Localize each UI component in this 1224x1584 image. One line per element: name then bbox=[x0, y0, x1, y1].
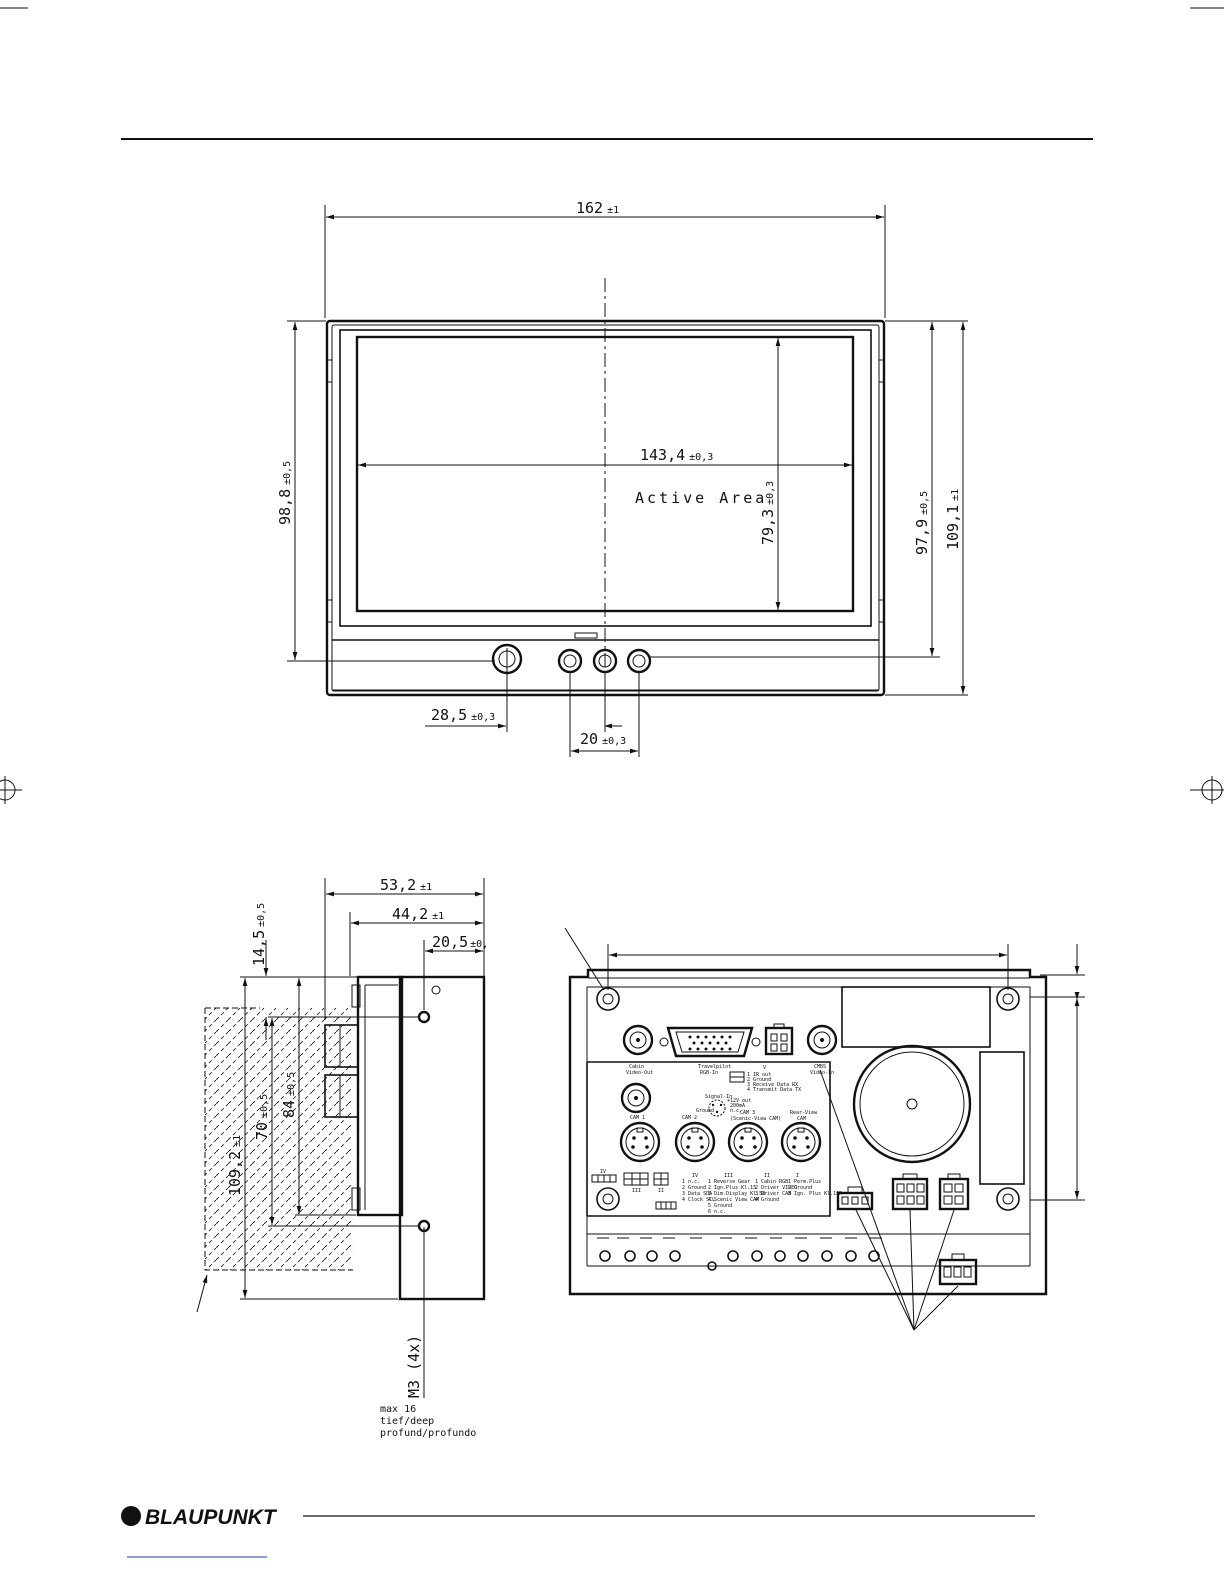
footer: BLAUPUNKT bbox=[121, 1506, 1035, 1558]
label-cabin-video-out-2: Video-Out bbox=[626, 1070, 653, 1076]
col-iii-6: 6 n.c. bbox=[708, 1209, 726, 1215]
label-block-ii: II bbox=[658, 1188, 664, 1194]
screw-depth-1: max 16 bbox=[380, 1404, 416, 1415]
dim-depth-rear: 20,5±0, bbox=[432, 933, 488, 951]
dim-button-spacing: 20±0,3 bbox=[580, 730, 626, 748]
label-cmbs: CMBS bbox=[814, 1064, 826, 1070]
dim-left-height: 98,8±0,5 bbox=[276, 461, 294, 525]
dim-active-width: 143,4±0,3 bbox=[640, 446, 713, 464]
col-ii-2: 2 Driver VIDEO bbox=[755, 1185, 797, 1191]
signal-in-icon bbox=[708, 1099, 726, 1117]
col-ii-3: 3 Driver CAM bbox=[755, 1191, 791, 1197]
col-iv-2: 2 Ground bbox=[682, 1185, 706, 1191]
label-signal-ground: Ground bbox=[696, 1108, 714, 1114]
connector-iv-icon bbox=[836, 1186, 874, 1211]
label-rgb-in: RGB-In bbox=[700, 1070, 718, 1076]
col-i-1: 1 Perm.Plus bbox=[788, 1179, 821, 1185]
rear-panel: Cabin Video-Out Travelpilot RGB-In V 1 I… bbox=[564, 927, 1085, 1331]
dim-overall-width: 162±1 bbox=[576, 199, 619, 217]
mount-hole-icon bbox=[596, 1187, 620, 1211]
col-i-2: 2 Ground bbox=[788, 1185, 812, 1191]
label-block-iii: III bbox=[632, 1188, 641, 1194]
dim-body-height: 84±0,5 bbox=[280, 1072, 298, 1118]
col-ii-4: 4 Ground bbox=[755, 1197, 779, 1203]
vga-connector-icon bbox=[659, 1026, 761, 1058]
col-iv-title: IV bbox=[692, 1173, 698, 1179]
active-area-label: Active Area bbox=[635, 489, 767, 507]
col-iii-title: III bbox=[724, 1173, 733, 1179]
connector-iii-icon bbox=[891, 1173, 929, 1211]
speaker-icon bbox=[852, 1044, 972, 1164]
connector-i-icon bbox=[938, 1253, 978, 1286]
screw-depth-2: tief/deep bbox=[380, 1416, 434, 1427]
side-view: 53,2±1 44,2±1 20,5±0, 14,5±0,5 109,2±1 7… bbox=[196, 876, 488, 1439]
col-i-3: 3 Ign. Plus Kl.15R bbox=[788, 1191, 843, 1197]
brand-logo: BLAUPUNKT bbox=[145, 1506, 278, 1529]
label-cam1: CAM 1 bbox=[630, 1115, 645, 1121]
rca-connector-icon bbox=[620, 1082, 652, 1114]
connector-ii-icon bbox=[938, 1173, 970, 1211]
control-button-icon bbox=[557, 648, 583, 674]
crop-marks bbox=[0, 7, 1224, 804]
dim-depth-total: 53,2±1 bbox=[380, 876, 432, 894]
vent-holes bbox=[599, 1250, 880, 1271]
v-pin-1: 1 IR out bbox=[747, 1072, 771, 1078]
label-cmbs-video-in: Video-In bbox=[810, 1070, 834, 1076]
label-plate bbox=[841, 986, 991, 1048]
dim-height-total: 109,2±1 bbox=[226, 1135, 244, 1196]
dim-right-height-inner: 97,9±0,5 bbox=[913, 491, 931, 555]
mount-hole-icon bbox=[996, 987, 1020, 1011]
col-iv-4: 4 Clock SCL bbox=[682, 1197, 715, 1203]
dim-right-height-total: 109,1±1 bbox=[944, 489, 962, 550]
rca-connector-icon bbox=[806, 1024, 838, 1056]
mount-hole-icon bbox=[596, 987, 620, 1011]
mounting-wall bbox=[205, 1008, 353, 1270]
dim-button-offset: 28,5±0,3 bbox=[431, 706, 495, 724]
v-pin-3: 3 Receive Data RX bbox=[747, 1082, 798, 1088]
label-signal-200ma: 200mA bbox=[730, 1103, 745, 1109]
rca-connector-icon bbox=[622, 1024, 654, 1056]
mount-hole-icon bbox=[996, 1187, 1020, 1211]
label-signal-in: Signal-In bbox=[705, 1094, 732, 1100]
label-connector-v: V bbox=[763, 1065, 766, 1071]
dim-top-offset: 14,5±0,5 bbox=[250, 903, 268, 966]
col-iv-1: 1 n.c. bbox=[682, 1179, 700, 1185]
label-cam2: CAM 2 bbox=[682, 1115, 697, 1121]
screw-label: M3 (4x) bbox=[405, 1335, 423, 1398]
col-iii-2: 2 Ign.Plus Kl.15 bbox=[708, 1185, 756, 1191]
dim-depth-body: 44,2±1 bbox=[392, 905, 444, 923]
label-cam3-scenic: (Scenic-View CAM) bbox=[730, 1116, 781, 1122]
rear-cam-connector-icon bbox=[780, 1121, 822, 1163]
label-signal-12v: +12V out bbox=[727, 1098, 751, 1104]
front-view: 162±1 143,4±0,3 Active Area 79,3±0,3 98,… bbox=[276, 199, 968, 757]
v-pin-2: 2 Ground bbox=[747, 1077, 771, 1083]
label-rear-view-cam: CAM bbox=[797, 1116, 806, 1122]
label-block-iv: IV bbox=[600, 1169, 606, 1175]
col-iii-3: 3 Dim.Display Kl.58 bbox=[708, 1191, 765, 1197]
dim-hole-spacing: 70±0,5 bbox=[253, 1094, 271, 1140]
col-ii-title: II bbox=[764, 1173, 770, 1179]
brand-dot-icon bbox=[121, 1506, 141, 1526]
col-iv-3: 3 Data SDA bbox=[682, 1191, 712, 1197]
cam2-connector-icon bbox=[674, 1121, 716, 1163]
col-iii-4: 4 Scenic View CAM bbox=[708, 1197, 759, 1203]
label-travelpilot: Travelpilot bbox=[698, 1064, 731, 1070]
col-iii-1: 1 Reverse Gear bbox=[708, 1179, 750, 1185]
col-iii-5: 5 Ground bbox=[708, 1203, 732, 1209]
label-cabin-video-out: Cabin bbox=[629, 1064, 644, 1070]
cam1-connector-icon bbox=[619, 1121, 661, 1163]
label-rear-view: Rear-View bbox=[790, 1110, 818, 1116]
dim-active-height: 79,3±0,3 bbox=[759, 481, 777, 545]
cam3-connector-icon bbox=[727, 1121, 769, 1163]
label-cam3: CAM 3 bbox=[740, 1110, 755, 1116]
connector-v-icon bbox=[764, 1023, 794, 1056]
v-pin-4: 4 Transmit Data TX bbox=[747, 1087, 801, 1093]
col-ii-1: 1 Cabin RGB bbox=[755, 1179, 788, 1185]
col-i-title: I bbox=[796, 1173, 799, 1179]
screw-depth-3: profund/profundo bbox=[380, 1428, 476, 1439]
label-signal-nc: n.c. bbox=[730, 1108, 742, 1114]
control-button-icon bbox=[626, 648, 652, 674]
